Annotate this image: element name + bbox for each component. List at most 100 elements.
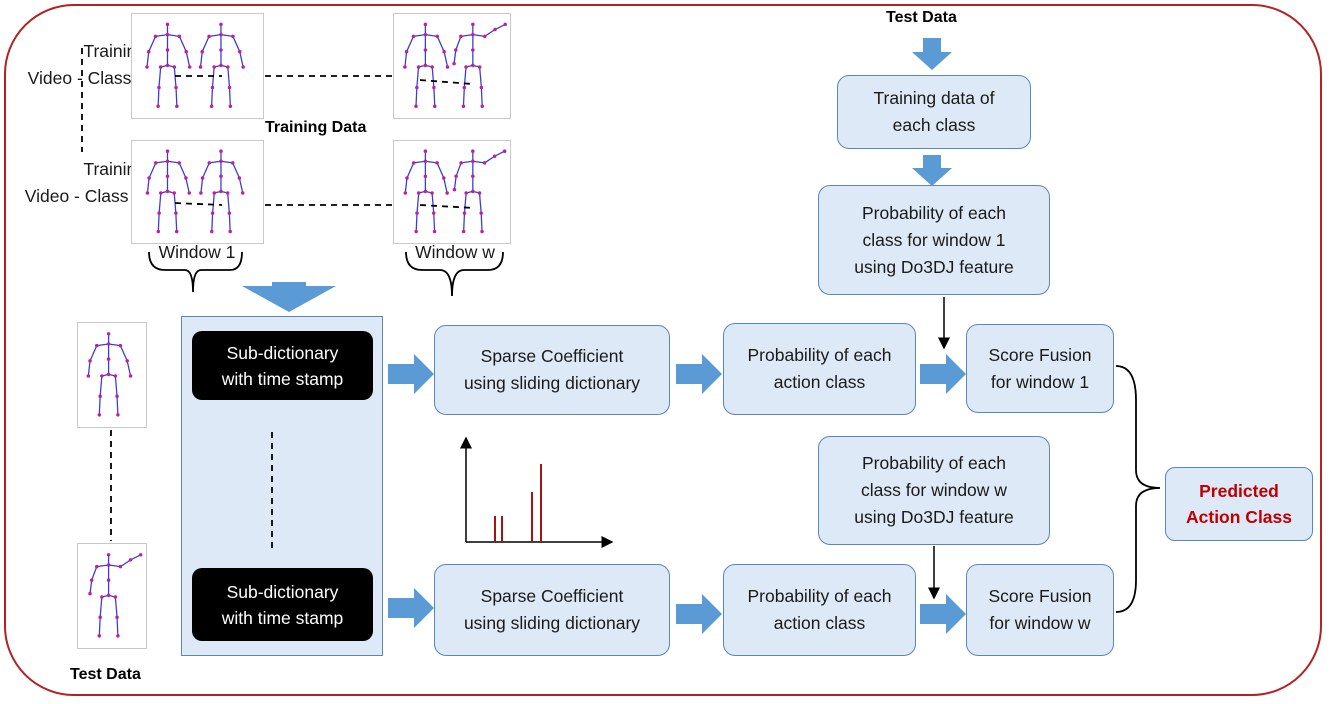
skeleton-bone <box>494 150 505 157</box>
training-classC-label: Training Video - Class C <box>24 159 146 206</box>
skeleton-joint <box>493 27 497 32</box>
skeleton-joint <box>159 191 163 195</box>
skeleton-bone <box>436 162 445 179</box>
skeleton-joint <box>154 161 158 165</box>
skeleton-bone <box>480 87 483 107</box>
skeleton-bone <box>146 51 150 68</box>
skeleton-joint <box>113 595 118 599</box>
training-class1-label: Training Video - Class 1 <box>27 41 146 88</box>
skeleton-bone <box>211 213 214 232</box>
skeleton-bone <box>148 162 157 179</box>
skeleton-joint <box>403 191 408 195</box>
skeleton-joint <box>431 211 436 215</box>
skeleton-joint <box>445 65 450 69</box>
skeleton-bone <box>220 34 234 37</box>
skeleton-joint <box>471 174 475 179</box>
skeleton-bone <box>208 34 222 37</box>
skeleton-bone <box>157 213 160 232</box>
skeleton-joint <box>165 32 170 37</box>
skeleton-joint <box>106 332 111 336</box>
skeleton-bone <box>484 28 496 37</box>
skeleton-joint <box>228 229 232 234</box>
sub-dictionary-bottom: Sub-dictionary with time stamp <box>192 568 373 641</box>
skeleton-bone <box>201 162 210 179</box>
skeleton-thumb-classC-window1 <box>131 140 264 244</box>
skeleton-joint <box>209 104 214 109</box>
skeleton-joint <box>138 553 143 557</box>
skeleton-bone <box>201 36 210 52</box>
skeleton-joint <box>100 374 104 378</box>
skeleton-bone <box>211 192 215 214</box>
skeleton-bone <box>157 87 160 107</box>
sparse-coefficient-top-box: Sparse Coefficient using sliding diction… <box>434 325 670 415</box>
skeleton-joint <box>115 615 119 620</box>
skeleton-joint <box>459 34 463 39</box>
skeleton-joint <box>212 65 216 69</box>
skeleton-bone <box>148 36 157 52</box>
skeleton-bone <box>415 87 418 107</box>
skeleton-joint <box>156 229 161 234</box>
skeleton-joint <box>237 176 242 180</box>
skeleton-joint <box>414 229 418 234</box>
skeleton-bone <box>479 66 483 88</box>
skeleton-bone <box>228 213 231 232</box>
skeleton-bone <box>155 160 168 164</box>
skeleton-joint <box>118 343 123 348</box>
skeleton-joint <box>452 187 457 192</box>
skeleton-joint <box>145 65 149 69</box>
skeleton-bone <box>461 160 473 164</box>
skeleton-bone <box>167 34 180 37</box>
window1-label: Window 1 <box>158 242 236 262</box>
skeleton-joint <box>471 189 475 194</box>
skeleton-joint <box>200 176 205 180</box>
skeleton-joint <box>116 413 120 417</box>
skeleton-joint <box>462 211 467 215</box>
skeleton-joint <box>153 34 158 39</box>
skeleton-joint <box>416 191 421 195</box>
skeleton-joint <box>240 191 245 195</box>
skeleton-bone <box>232 162 240 179</box>
skeleton-thumb-class1-window1 <box>131 13 264 119</box>
skeleton-bone <box>87 360 91 377</box>
skeleton-joint <box>454 174 458 179</box>
skeleton-bone <box>227 192 230 214</box>
skeleton-joint <box>175 104 179 109</box>
skeleton-joint <box>86 374 91 378</box>
skeleton-bone <box>404 177 408 194</box>
skeleton-joint <box>219 189 223 194</box>
skeleton-joint <box>430 65 434 69</box>
skeleton-joint <box>423 22 428 27</box>
skeleton-bone <box>158 192 162 214</box>
skeleton-joint <box>128 558 133 562</box>
skeleton-bone <box>98 396 101 415</box>
skeleton-bone <box>425 34 438 37</box>
skeleton-joint <box>165 63 170 68</box>
skeleton-bone <box>227 66 231 88</box>
skeleton-joint <box>210 85 215 90</box>
skeleton-bone <box>453 176 457 190</box>
skeleton-bone <box>167 160 180 164</box>
skeleton-joint <box>404 49 409 54</box>
skeleton-joint <box>230 161 235 165</box>
skeleton-bone <box>472 160 485 164</box>
score-fusion-top-box: Score Fusion for window 1 <box>966 324 1114 413</box>
skeleton-bone <box>463 66 467 88</box>
skeleton-joint <box>106 553 111 557</box>
skeleton-bone <box>494 23 506 31</box>
skeleton-joint <box>98 394 102 399</box>
skeleton-joint <box>492 154 497 158</box>
skeleton-bone <box>480 213 483 232</box>
skeleton-bone <box>238 177 244 194</box>
skeleton-bone <box>178 162 187 179</box>
skeleton-bone <box>228 87 232 107</box>
prob-action-top-box: Probability of each action class <box>723 323 916 415</box>
skeleton-bone <box>413 160 426 164</box>
skeleton-bone <box>416 66 420 88</box>
skeleton-joint <box>403 65 407 69</box>
skeleton-joint <box>415 85 419 90</box>
skeleton-joint <box>411 161 416 165</box>
skeleton-joint <box>172 191 176 195</box>
skeleton-joint <box>461 104 466 109</box>
skeleton-joint <box>442 176 446 180</box>
skeleton-bone <box>455 36 462 51</box>
